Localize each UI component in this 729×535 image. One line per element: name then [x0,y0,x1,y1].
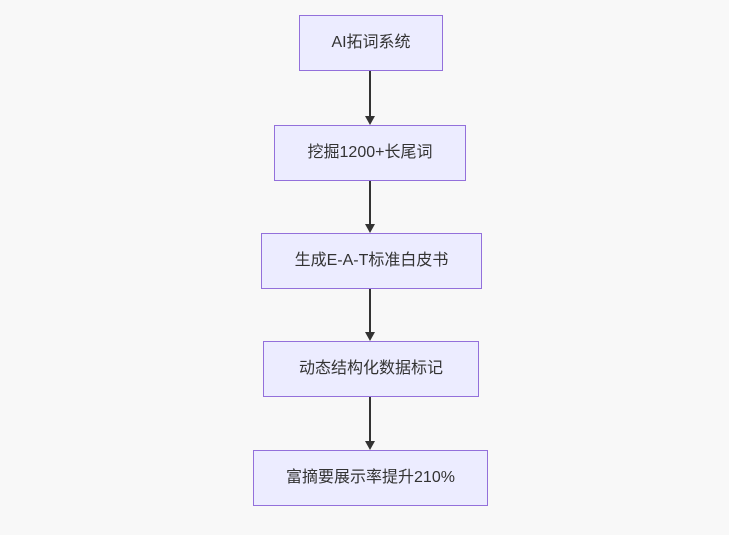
arrow-head-icon [365,224,375,233]
arrow-head-icon [365,441,375,450]
arrow-connector-2 [364,181,376,233]
node-label: AI拓词系统 [331,34,411,52]
arrow-shaft [369,181,371,225]
node-label: 动态结构化数据标记 [298,360,443,378]
arrow-head-icon [365,116,375,125]
arrow-shaft [369,289,371,333]
flowchart-node-wajue-changweici: 挖掘1200+长尾词 [274,125,466,181]
arrow-head-icon [365,332,375,341]
arrow-shaft [369,71,371,117]
arrow-shaft [369,397,371,442]
arrow-connector-3 [364,289,376,341]
flowchart-node-ai-tuoci-xitong: AI拓词系统 [299,15,443,71]
flowchart-node-jiegouhua-shuju: 动态结构化数据标记 [263,341,479,397]
flowchart-node-eat-baipishu: 生成E-A-T标准白皮书 [261,233,482,289]
arrow-connector-4 [364,397,376,450]
node-label: 挖掘1200+长尾词 [307,144,433,162]
node-label: 生成E-A-T标准白皮书 [294,252,449,270]
flowchart-node-fuzhaiyao-tisheng: 富摘要展示率提升210% [253,450,488,506]
arrow-connector-1 [364,71,376,125]
node-label: 富摘要展示率提升210% [286,469,455,487]
